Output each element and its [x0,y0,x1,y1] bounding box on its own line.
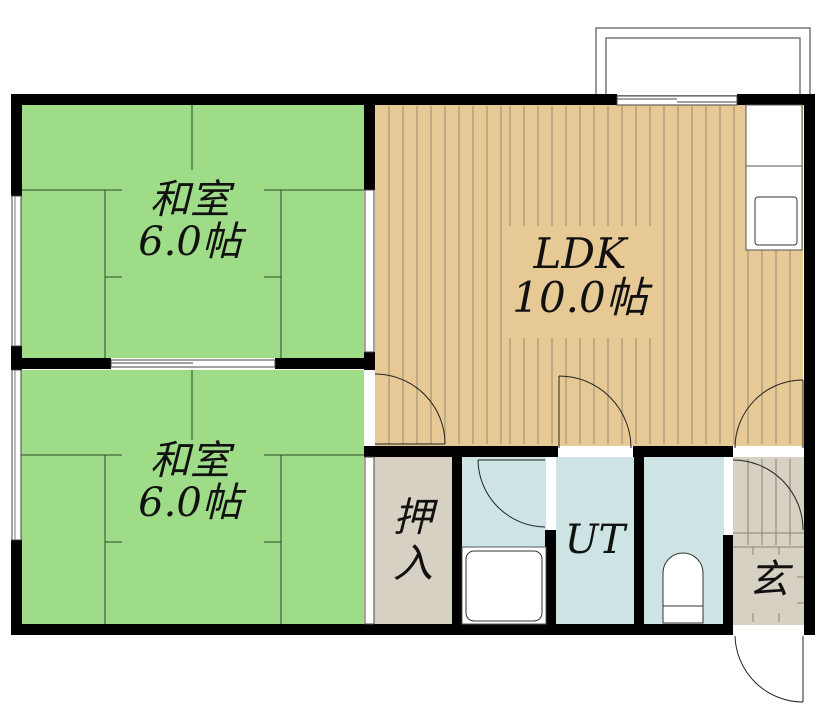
room-name: 和室 [150,177,230,223]
room-ldk: LDK 10.0帖 [375,104,745,446]
walls [11,94,815,635]
room-name: UT [564,517,626,563]
room-washitsu-upper: 和室 6.0帖 [20,104,364,358]
ut-floor [556,457,634,625]
ldk-floor [375,104,803,446]
room-genkan: 玄 [732,547,805,624]
tatami-lines-upper [20,104,364,358]
room-name: 和室 [150,438,230,484]
genkan-step-lines [732,459,805,622]
oshiire-floor [374,457,452,625]
room-size: 10.0帖 [512,273,648,323]
windows [11,95,804,634]
toilet [662,552,704,624]
tatami-lines-lower [20,370,364,624]
genkan-floor [732,457,805,625]
room-name-line2: 入 [393,541,433,587]
ldk-flooring-lines [388,106,791,444]
room-oshiire: 押 入 [374,457,452,625]
door-swings [374,373,804,703]
room-name-line1: 押 [393,495,433,541]
room-utility: UT [556,457,634,625]
bathtub [461,546,547,625]
balcony [595,27,811,97]
room-washitsu-lower: 和室 6.0帖 [20,370,364,626]
room-size: 6.0帖 [138,480,242,526]
room-name: 玄 [748,557,789,603]
room-name: LDK [533,229,627,278]
kitchen-counter [745,104,803,251]
room-size: 6.0帖 [138,219,242,265]
